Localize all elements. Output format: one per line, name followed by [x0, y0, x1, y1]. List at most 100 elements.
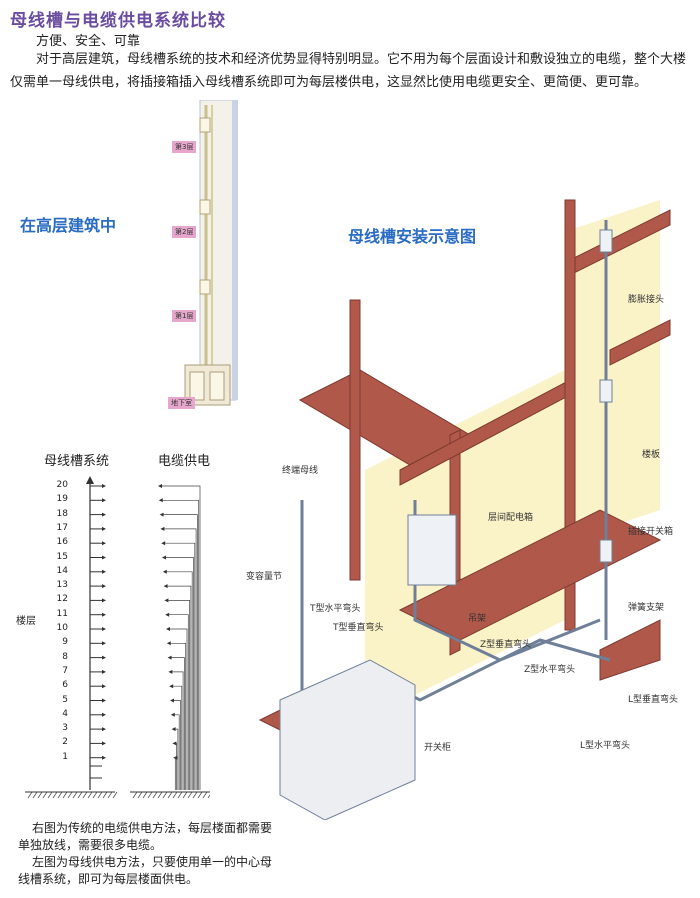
cable-supply-title: 电缆供电 [158, 454, 211, 469]
cable-line [170, 628, 188, 790]
ground-hatch [147, 791, 153, 799]
label-z-horizontal: Z型水平弯头 [524, 665, 576, 675]
ground-hatch [112, 791, 118, 799]
busway-branch-arrow [102, 627, 106, 631]
cable-line [175, 728, 179, 790]
cable-arrow [162, 555, 166, 560]
ground-hatch [52, 791, 58, 799]
ground-hatch [132, 791, 138, 799]
busway-branch-arrow [102, 712, 106, 717]
ground-hatch [87, 791, 93, 799]
left-heading: 在高层建筑中 [20, 216, 117, 235]
busway-branch-arrow [102, 555, 106, 560]
floor-number: 15 [56, 551, 68, 562]
cable-line [174, 700, 181, 790]
busway-branch-arrow [102, 498, 106, 503]
cable-arrow [167, 655, 172, 660]
floor-number: 19 [56, 494, 68, 505]
cable-line [173, 685, 183, 790]
cable-line [164, 528, 197, 790]
cable-arrow [159, 512, 164, 517]
cable-arrow [166, 627, 170, 631]
floor-number: 7 [62, 665, 68, 676]
floor-number: 5 [62, 694, 68, 705]
floor-tag-3: 第3层 [172, 141, 197, 153]
ground-hatch [37, 791, 43, 799]
label-plugin-box: 插接开关箱 [628, 527, 674, 537]
label-terminal: 终端母线 [282, 466, 319, 476]
floor-number: 13 [56, 580, 68, 591]
floor-axis-label: 楼层 [16, 616, 36, 627]
ground-hatch [62, 791, 68, 799]
label-t-vertical: T型垂直弯头 [333, 623, 384, 633]
ground-hatch [82, 791, 88, 799]
busway-branch-arrow [102, 655, 106, 660]
busway-system-title: 母线槽系统 [44, 454, 110, 469]
label-expansion: 膨胀接头 [628, 295, 665, 305]
label-floor-slab: 楼板 [642, 450, 661, 460]
label-l-vertical: L型垂直弯头 [628, 695, 679, 705]
floor-tag-basement: 地下室 [168, 397, 195, 409]
cable-arrow [171, 727, 176, 732]
busway-branch-arrow [102, 669, 106, 674]
busway-branch-arrow [102, 727, 106, 732]
ground-hatch [182, 791, 188, 799]
label-hanger: 吊架 [468, 614, 487, 624]
cable-line [168, 600, 190, 790]
cable-line [163, 514, 198, 790]
busway-branch-arrow [102, 569, 106, 574]
ground-hatch [207, 794, 210, 799]
ground-hatch [47, 791, 53, 799]
cable-arrow [163, 584, 168, 589]
note-cable: 右图为传统的电缆供电方法，每层楼面都需要单独放线，需要很多电缆。 [18, 821, 273, 852]
ground-hatch [197, 791, 203, 799]
ground-hatch [202, 791, 208, 799]
ground-hatch [162, 791, 168, 799]
ground-hatch [107, 791, 113, 799]
cable-line [174, 714, 180, 790]
ground-hatch [142, 791, 148, 799]
cable-line [167, 585, 192, 790]
ground-hatch [152, 791, 158, 799]
floor-number: 6 [62, 680, 68, 691]
cable-arrow [161, 541, 166, 546]
ground-hatch [187, 791, 193, 799]
building-riser-illustration [184, 100, 238, 406]
busway-branch-arrow [102, 741, 106, 746]
note-busway: 左图为母线供电方法，只要使用单一的中心母线槽系统，即可为每层楼面供电。 [18, 855, 273, 886]
floor-number: 10 [56, 623, 68, 633]
ground-hatch [67, 791, 73, 799]
cable-arrow [162, 569, 167, 574]
floor-number: 14 [56, 565, 68, 576]
label-t-horizontal: T型水平弯头 [310, 604, 361, 614]
busway-branch-arrow [102, 484, 106, 488]
ground-hatch [32, 791, 38, 799]
busway-branch-arrow [102, 512, 106, 517]
busway-riser-arrow [86, 476, 94, 484]
ground-hatch [172, 791, 178, 799]
ground-hatch [177, 791, 183, 799]
cable-arrow [165, 612, 170, 617]
floor-tag-1: 第1层 [172, 310, 197, 322]
cable-arrow [158, 498, 163, 503]
floor-number: 18 [56, 508, 68, 519]
cable-line [165, 542, 196, 790]
cable-line [166, 557, 194, 790]
cable-line [171, 657, 185, 790]
floor-number: 3 [62, 723, 68, 734]
busway-branch-arrow [102, 698, 106, 703]
cable-line [172, 671, 184, 790]
ground-hatch [42, 791, 48, 799]
cable-arrow [170, 698, 174, 703]
floor-number: 1 [62, 751, 68, 762]
busway-branch-arrow [102, 755, 106, 760]
cable-arrow [170, 712, 175, 717]
floor-number: 16 [56, 537, 68, 548]
ground-hatch [57, 791, 63, 799]
page-title: 母线槽与电缆供电系统比较 [10, 11, 226, 31]
floor-number: 2 [62, 737, 68, 748]
cable-arrow [166, 641, 171, 646]
ground-hatch [157, 791, 163, 799]
busway-branch-arrow [102, 641, 106, 646]
cable-arrow [173, 755, 178, 760]
